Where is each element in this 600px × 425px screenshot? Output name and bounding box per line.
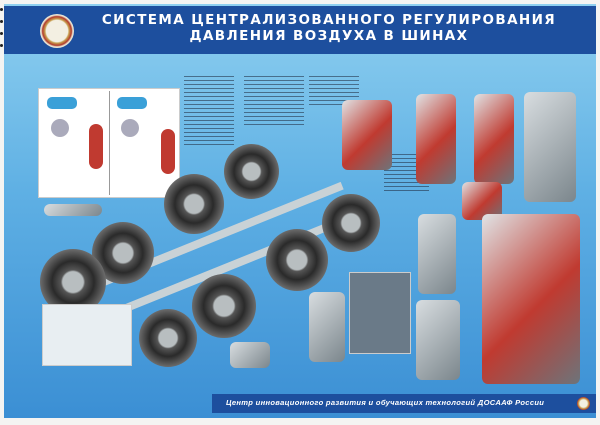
wheel	[266, 229, 328, 291]
legend-text	[244, 76, 304, 126]
binding-hole	[0, 32, 3, 35]
system-schematic	[38, 88, 180, 198]
title-line-2: ДАВЛЕНИЯ ВОЗДУХА В ШИНАХ	[189, 28, 469, 44]
wheel	[322, 194, 380, 252]
hose-fitting	[44, 204, 102, 216]
binding-hole	[0, 20, 3, 23]
wheel	[164, 174, 224, 234]
wheel-valve	[462, 182, 502, 220]
pressure-regulator	[342, 100, 392, 170]
valve-cutaway	[416, 300, 460, 380]
binding-hole	[0, 44, 3, 47]
valve-small	[230, 342, 270, 368]
footer-text: Центр инновационного развития и обучающи…	[226, 398, 545, 407]
dosaaf-logo-small	[577, 397, 590, 410]
control-valve	[416, 94, 456, 184]
poster: СИСТЕМА ЦЕНТРАЛИЗОВАННОГО РЕГУЛИРОВАНИЯ …	[4, 4, 596, 418]
valve-block	[42, 304, 132, 366]
control-valve	[474, 94, 514, 184]
binding-hole	[0, 8, 3, 11]
title-line-1: СИСТЕМА ЦЕНТРАЛИЗОВАННОГО РЕГУЛИРОВАНИЯ	[101, 12, 557, 28]
valve-detail	[309, 292, 345, 362]
header-band: СИСТЕМА ЦЕНТРАЛИЗОВАННОГО РЕГУЛИРОВАНИЯ …	[4, 6, 596, 54]
legend-text	[184, 76, 234, 146]
poster-title: СИСТЕМА ЦЕНТРАЛИЗОВАННОГО РЕГУЛИРОВАНИЯ …	[84, 12, 574, 44]
air-dryer	[418, 214, 456, 294]
compressor	[482, 214, 580, 384]
wheel	[192, 274, 256, 338]
wheel	[224, 144, 279, 199]
tire-section-detail	[349, 272, 411, 354]
valve-section	[524, 92, 576, 202]
footer-band: Центр инновационного развития и обучающи…	[212, 394, 596, 413]
wheel	[139, 309, 197, 367]
dosaaf-logo	[40, 14, 74, 48]
